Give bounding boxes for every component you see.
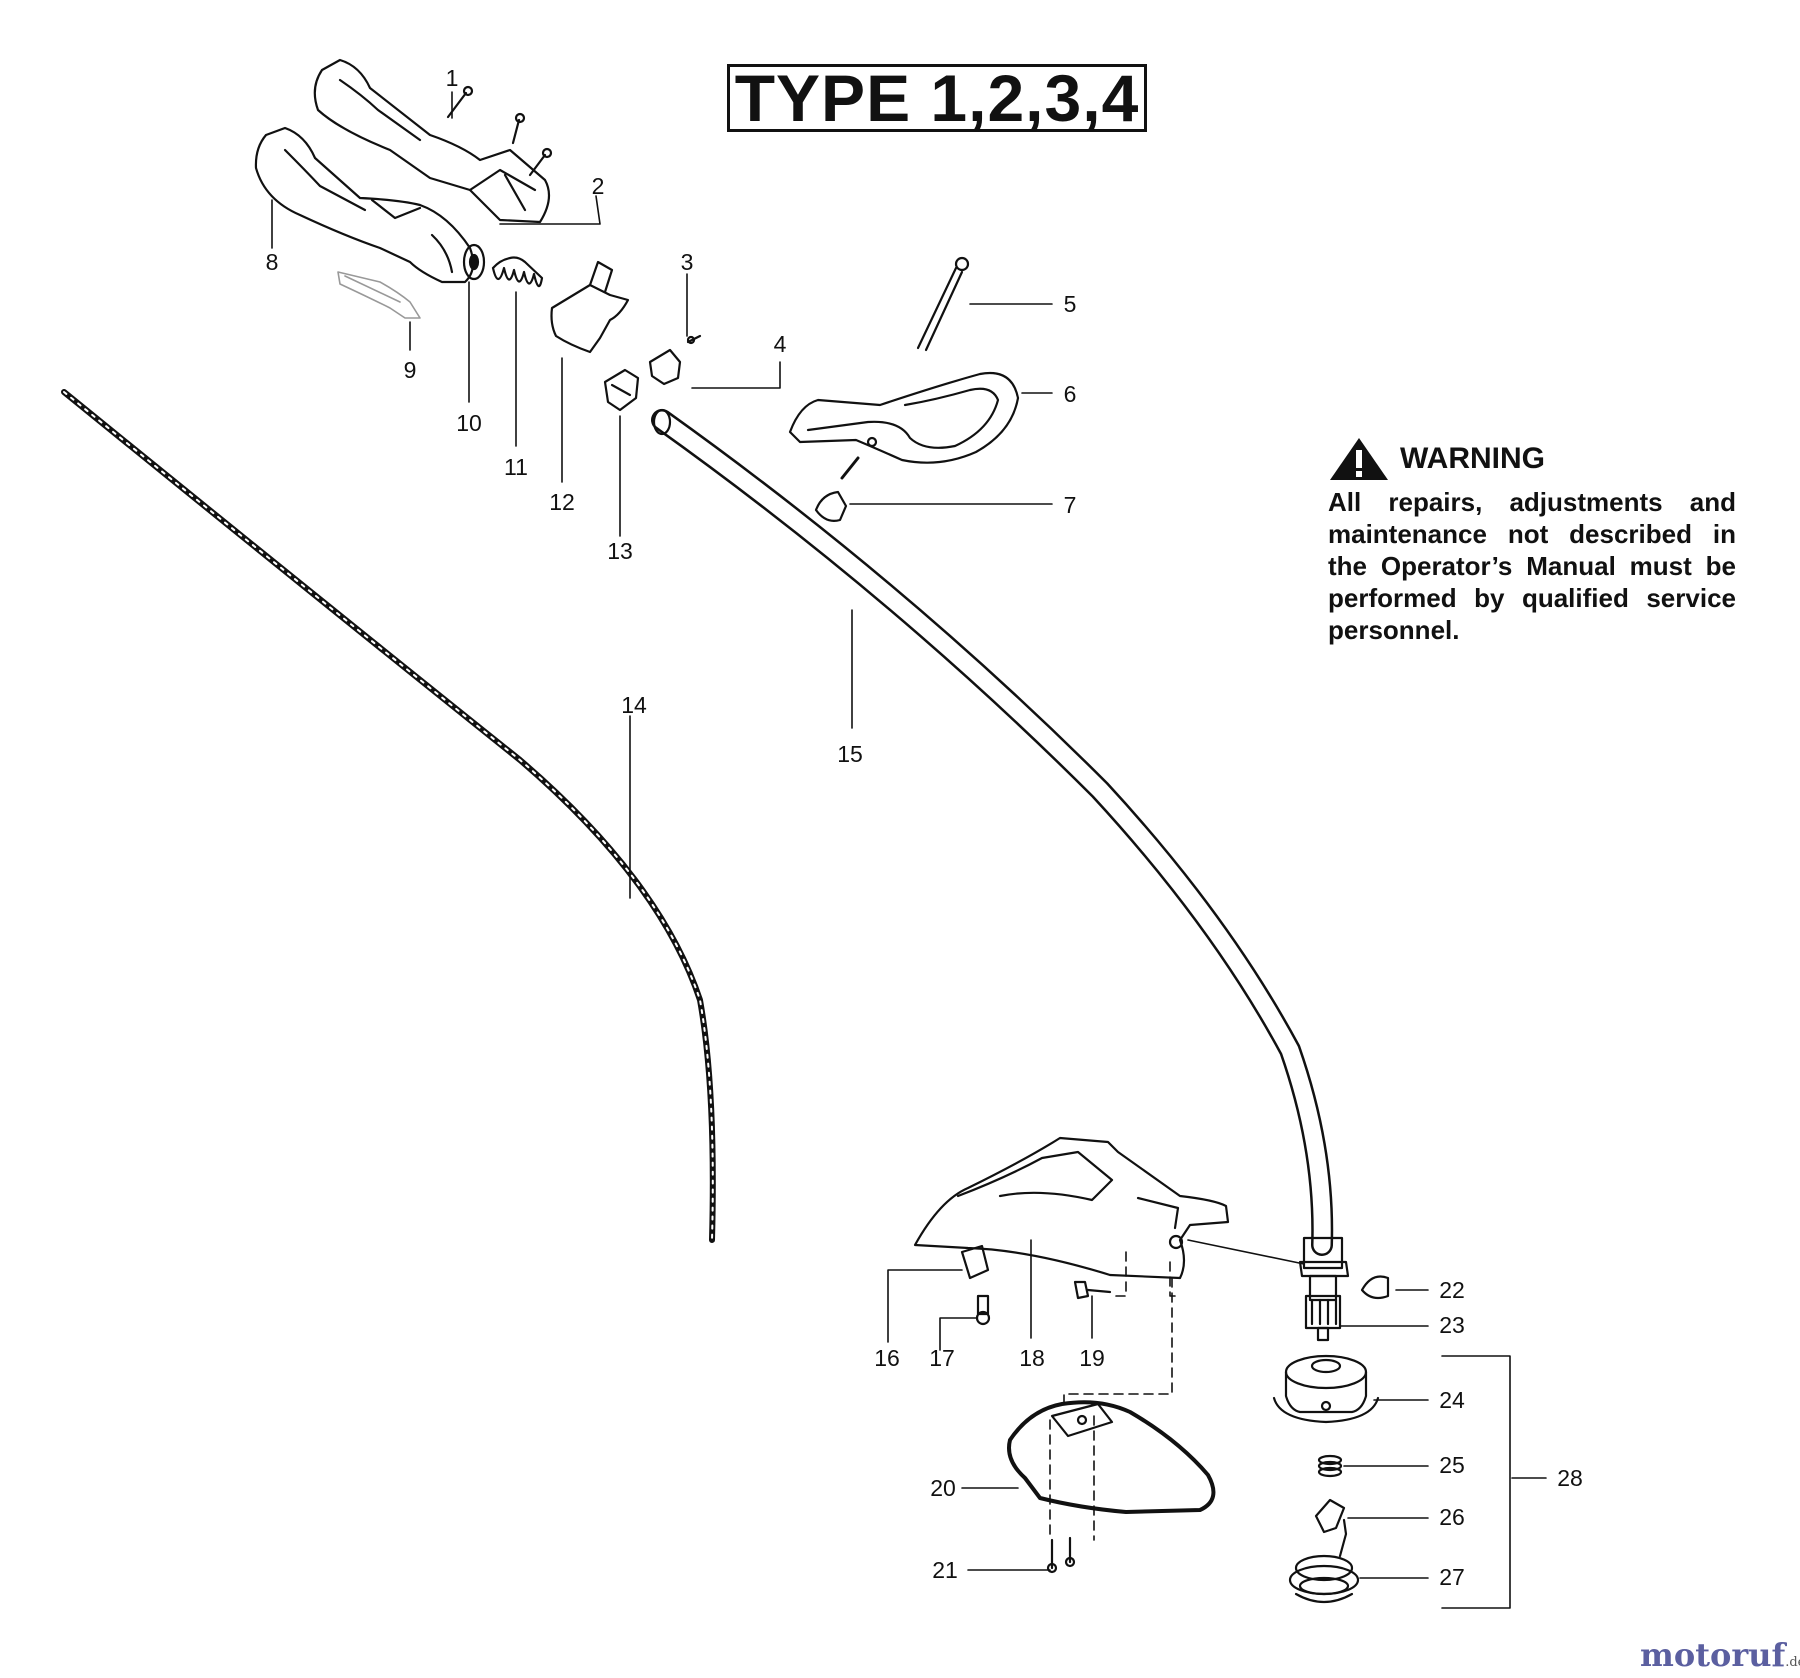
callout-1: 1 — [446, 65, 459, 91]
part-16-clip — [960, 1244, 990, 1280]
callout-16: 16 — [874, 1345, 900, 1371]
part-1-screws — [446, 85, 553, 177]
part-25-spring — [1317, 1454, 1343, 1478]
warning-triangle-icon — [1330, 438, 1388, 480]
callout-18: 18 — [1019, 1345, 1045, 1371]
callout-8: 8 — [266, 249, 279, 275]
callout-25: 25 — [1439, 1452, 1465, 1478]
part-20-deflector — [1007, 1400, 1216, 1514]
callout-11: 11 — [504, 454, 528, 480]
callout-24: 24 — [1439, 1387, 1465, 1413]
watermark: motoruf.de — [1640, 1636, 1800, 1674]
callout-5: 5 — [1064, 291, 1077, 317]
part-7-wing-nut — [814, 456, 860, 522]
callout-27: 27 — [1439, 1564, 1465, 1590]
part-15-shaft-tube — [651, 408, 1334, 1256]
warning-text: All repairs, adjustments and maintenance… — [1328, 487, 1736, 645]
callout-13: 13 — [607, 538, 633, 564]
part-4-clamp — [648, 348, 682, 386]
leader-lines — [271, 91, 1547, 1609]
part-22-wing-nut — [1360, 1275, 1390, 1300]
part-23-drive-head — [1304, 1294, 1342, 1342]
tube-coupler — [1298, 1236, 1350, 1302]
callout-26: 26 — [1439, 1504, 1465, 1530]
callout-15: 15 — [837, 741, 863, 767]
part-3-screw — [686, 334, 702, 345]
part-8-handle-half — [254, 126, 475, 284]
part-5-bolt — [916, 256, 970, 352]
callout-9: 9 — [404, 357, 417, 383]
callout-10: 10 — [456, 410, 482, 436]
callout-17: 17 — [929, 1345, 955, 1371]
part-27-spool — [1288, 1518, 1360, 1604]
callout-4: 4 — [774, 331, 787, 357]
part-14-drive-shaft — [61, 389, 716, 1243]
callout-7: 7 — [1064, 492, 1077, 518]
watermark-suffix: .de — [1785, 1655, 1800, 1670]
type-title: TYPE 1,2,3,4 — [734, 61, 1140, 135]
part-26-clip — [1314, 1498, 1346, 1534]
part-2-handle-half — [313, 58, 551, 224]
part-17-screw — [975, 1294, 991, 1326]
warning-heading: WARNING — [1400, 442, 1545, 475]
warning-header: WARNING — [1328, 436, 1736, 482]
part-19-bolt — [1073, 1280, 1112, 1300]
callout-23: 23 — [1439, 1312, 1465, 1338]
callout-2: 2 — [592, 173, 605, 199]
callout-12: 12 — [549, 489, 575, 515]
part-6-handle-loop — [788, 371, 1020, 464]
callout-14: 14 — [621, 692, 647, 718]
callout-20: 20 — [930, 1475, 956, 1501]
callout-3: 3 — [681, 249, 694, 275]
callout-22: 22 — [1439, 1277, 1465, 1303]
callout-19: 19 — [1079, 1345, 1105, 1371]
watermark-main: motoruf — [1640, 1636, 1786, 1674]
part-12-bracket — [550, 260, 630, 354]
part-11-spring — [491, 256, 544, 288]
part-24-spool-housing — [1272, 1354, 1380, 1424]
callout-21: 21 — [932, 1557, 958, 1583]
callout-labels: 1 2 3 4 5 6 7 8 9 10 11 12 13 14 15 16 1… — [266, 65, 1583, 1590]
part-13-clamp — [603, 368, 640, 412]
part-21-screws — [1046, 1536, 1076, 1574]
callout-6: 6 — [1064, 381, 1077, 407]
assembly-dashed-lines — [1049, 1251, 1177, 1541]
part-9-lever — [337, 271, 421, 319]
part-10-washer — [462, 243, 486, 281]
part-18-guard — [913, 1136, 1230, 1280]
warning-notice: WARNING All repairs, adjustments and mai… — [1328, 436, 1736, 646]
callout-28: 28 — [1557, 1465, 1583, 1491]
type-title-box: TYPE 1,2,3,4 — [727, 64, 1147, 132]
